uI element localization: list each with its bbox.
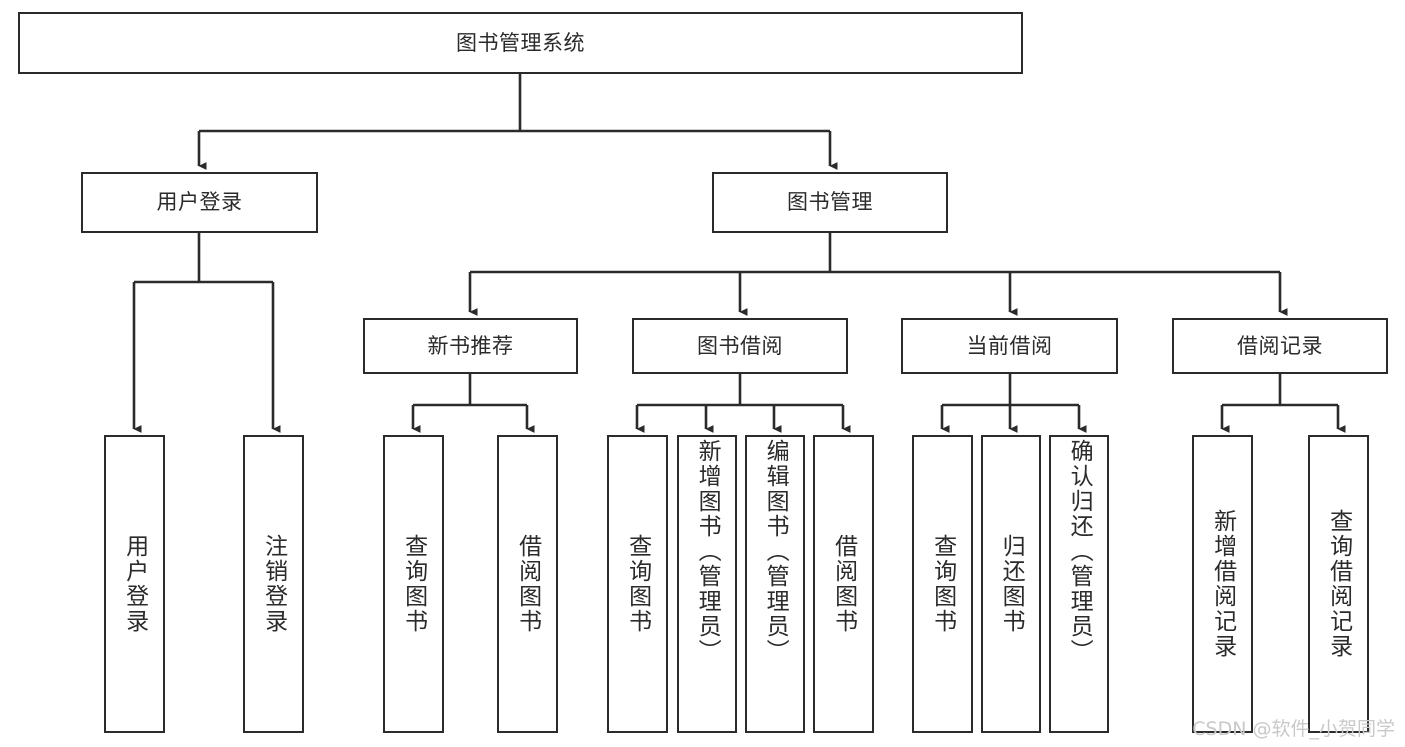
leaf-borrow-record-query[interactable]: 查询借阅记录 <box>1308 435 1369 733</box>
leaf-new-book-query[interactable]: 查询图书 <box>383 435 444 733</box>
node-label: 查询图书 <box>400 534 427 634</box>
node-label: 图书管理 <box>787 190 873 215</box>
node-label: 借阅图书 <box>514 534 541 634</box>
node-label: 图书借阅 <box>697 333 783 358</box>
node-label: 图书管理系统 <box>456 30 585 55</box>
node-label: 归还图书 <box>998 534 1025 634</box>
leaf-current-borrow-confirm-return[interactable]: 确认归还（管理员） <box>1049 435 1109 733</box>
watermark: CSDN @软件_小贺同学 <box>1192 718 1395 740</box>
leaf-book-borrow-edit[interactable]: 编辑图书（管理员） <box>745 435 805 733</box>
node-label: 确认归还（管理员） <box>1066 439 1093 664</box>
leaf-book-borrow-borrow[interactable]: 借阅图书 <box>813 435 874 733</box>
node-user-login[interactable]: 用户登录 <box>81 172 318 233</box>
node-label: 新增借阅记录 <box>1209 509 1236 659</box>
node-current-borrow[interactable]: 当前借阅 <box>901 318 1118 374</box>
node-label: 新书推荐 <box>427 333 514 358</box>
node-label: 查询图书 <box>929 534 956 634</box>
leaf-current-borrow-return[interactable]: 归还图书 <box>981 435 1041 733</box>
node-book-management[interactable]: 图书管理 <box>712 172 948 233</box>
leaf-book-borrow-query[interactable]: 查询图书 <box>607 435 668 733</box>
node-label: 当前借阅 <box>966 333 1053 358</box>
node-label: 新增图书（管理员） <box>694 439 721 664</box>
node-borrow-record[interactable]: 借阅记录 <box>1172 318 1388 374</box>
node-label: 用户登录 <box>121 534 148 634</box>
node-label: 借阅图书 <box>830 534 857 634</box>
leaf-current-borrow-query[interactable]: 查询图书 <box>912 435 973 733</box>
leaf-user-login-logout[interactable]: 注销登录 <box>243 435 304 733</box>
node-root-system[interactable]: 图书管理系统 <box>18 12 1023 74</box>
leaf-borrow-record-add[interactable]: 新增借阅记录 <box>1192 435 1253 733</box>
node-label: 借阅记录 <box>1237 333 1323 358</box>
node-label: 用户登录 <box>156 190 243 215</box>
node-book-borrow[interactable]: 图书借阅 <box>632 318 848 374</box>
node-label: 查询借阅记录 <box>1325 509 1352 659</box>
node-label: 编辑图书（管理员） <box>762 439 789 664</box>
leaf-book-borrow-add[interactable]: 新增图书（管理员） <box>677 435 737 733</box>
leaf-user-login-login[interactable]: 用户登录 <box>104 435 165 733</box>
node-label: 注销登录 <box>260 534 287 634</box>
node-new-book-recommend[interactable]: 新书推荐 <box>363 318 578 374</box>
leaf-new-book-borrow[interactable]: 借阅图书 <box>497 435 558 733</box>
node-label: 查询图书 <box>624 534 651 634</box>
